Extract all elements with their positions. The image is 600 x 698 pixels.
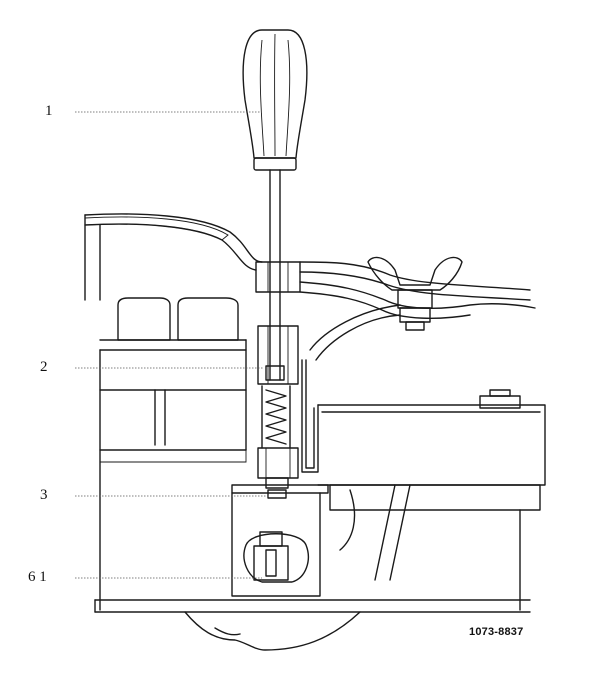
callout-label-4: 6 1 [28, 569, 47, 585]
lower-body [94, 484, 531, 651]
leader-lines [75, 111, 270, 579]
callout-label-1: 1 [45, 103, 53, 119]
housing-cover [84, 213, 536, 319]
wing-nut [367, 256, 463, 331]
figure-id: 1073-8837 [469, 626, 524, 638]
adjusting-mechanism [255, 261, 319, 499]
screwdriver [242, 29, 308, 381]
callout-label-2: 2 [40, 359, 48, 375]
left-housing-block [99, 297, 247, 611]
callout-label-3: 3 [40, 487, 48, 503]
linkage-rod [309, 304, 401, 361]
right-housing-block [317, 389, 546, 611]
